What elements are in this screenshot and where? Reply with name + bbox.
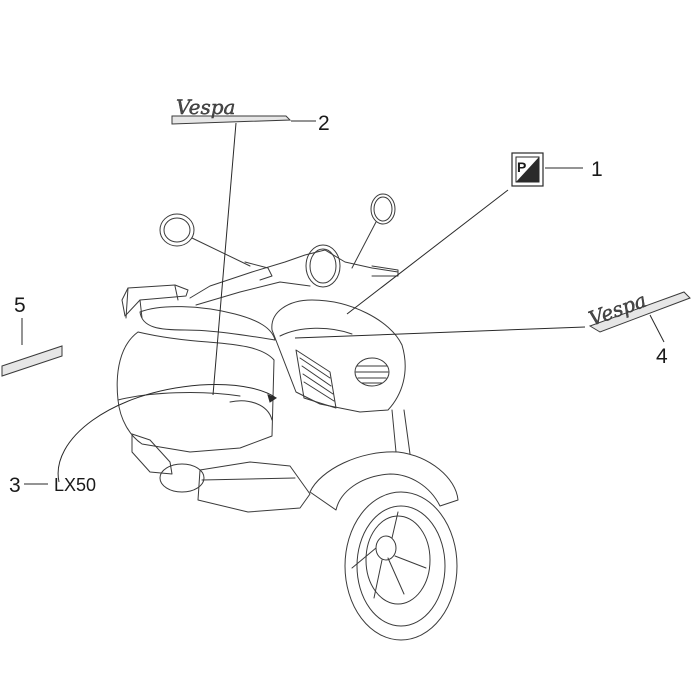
emblem-logo-text: Vespa: [176, 95, 235, 119]
left-mirror: [159, 213, 195, 247]
callout-5: 5: [14, 294, 26, 317]
front-mudguard: [309, 451, 459, 511]
emblem-part-2: Vespa: [171, 95, 292, 125]
emblem-part-4: Vespa: [585, 288, 691, 333]
legshield: [271, 299, 406, 413]
leader-4: [294, 326, 586, 339]
callout-1: 1: [591, 158, 603, 181]
badge-glyph: P: [517, 159, 526, 175]
badge-part-1: P: [511, 152, 544, 187]
rear-wheel: [159, 463, 205, 493]
leader-lines: [21, 120, 665, 485]
handlebar: [189, 249, 399, 299]
leader-4-tick: [649, 314, 665, 343]
callout-3-variant-label: LX50: [54, 475, 96, 495]
scooter-drawing: [116, 193, 459, 641]
callout-2: 2: [318, 112, 330, 135]
callout-3: 3: [9, 474, 21, 497]
rear-rack: [121, 284, 189, 317]
front-wheel: [344, 491, 458, 641]
leader-3: [57, 383, 277, 483]
callout-4: 4: [656, 345, 668, 368]
leader-3-arrow: [267, 394, 278, 403]
horn-grille: [354, 357, 390, 387]
stripe-part-5: [1, 345, 63, 377]
headlight: [305, 244, 341, 288]
side-vent: [295, 349, 337, 409]
leader-2: [212, 122, 237, 396]
seat: [139, 306, 276, 341]
floorboard: [197, 461, 311, 513]
leader-1: [346, 189, 509, 315]
right-mirror: [370, 193, 396, 225]
exhaust: [131, 433, 173, 475]
rear-body: [116, 331, 275, 453]
